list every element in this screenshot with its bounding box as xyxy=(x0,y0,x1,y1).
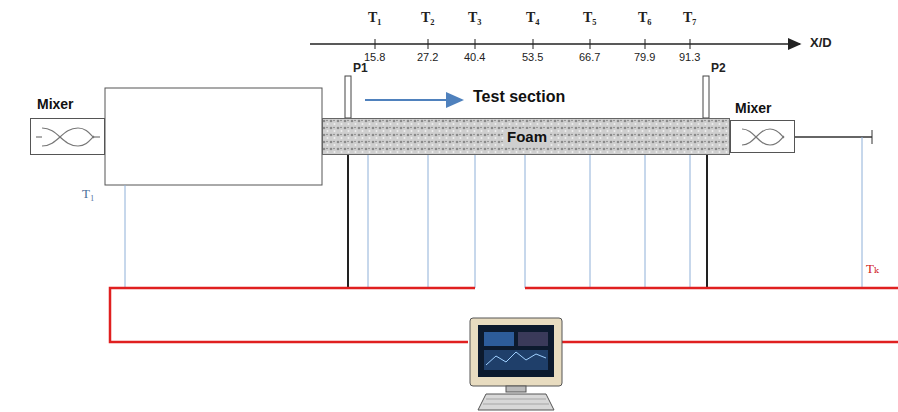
foam-label: Foam xyxy=(504,129,550,146)
sensor-label: T₄ xyxy=(526,10,540,25)
sensor-label: Tₖ xyxy=(866,262,879,276)
sensor-label: T₂ xyxy=(421,10,435,25)
sensor-label: T₇ xyxy=(683,10,697,25)
sensor-label: T₁ xyxy=(368,10,382,25)
mixer-box: Mixer xyxy=(730,120,795,153)
sensor-label: T₁ xyxy=(82,187,94,201)
axis-value: 79.9 xyxy=(634,51,655,63)
mixer-box: Mixer xyxy=(30,118,105,155)
axis-value: 40.4 xyxy=(464,51,485,63)
probe-label: P2 xyxy=(711,62,726,75)
sensor-label: T₆ xyxy=(638,10,652,25)
axis-title: X/D xyxy=(810,36,832,50)
axis-value: 91.3 xyxy=(679,51,700,63)
mixer-label: Mixer xyxy=(735,101,772,116)
axis-value: 27.2 xyxy=(417,51,438,63)
probe-label: P1 xyxy=(353,62,368,75)
sensor-label: T₅ xyxy=(583,10,597,25)
axis-value: 66.7 xyxy=(579,51,600,63)
section-title: Test section xyxy=(473,88,565,106)
sensor-label: T₃ xyxy=(468,10,482,25)
axis-value: 53.5 xyxy=(522,51,543,63)
mixer-label: Mixer xyxy=(37,97,74,112)
test-section-tube: Test sectionFoam xyxy=(322,118,730,155)
